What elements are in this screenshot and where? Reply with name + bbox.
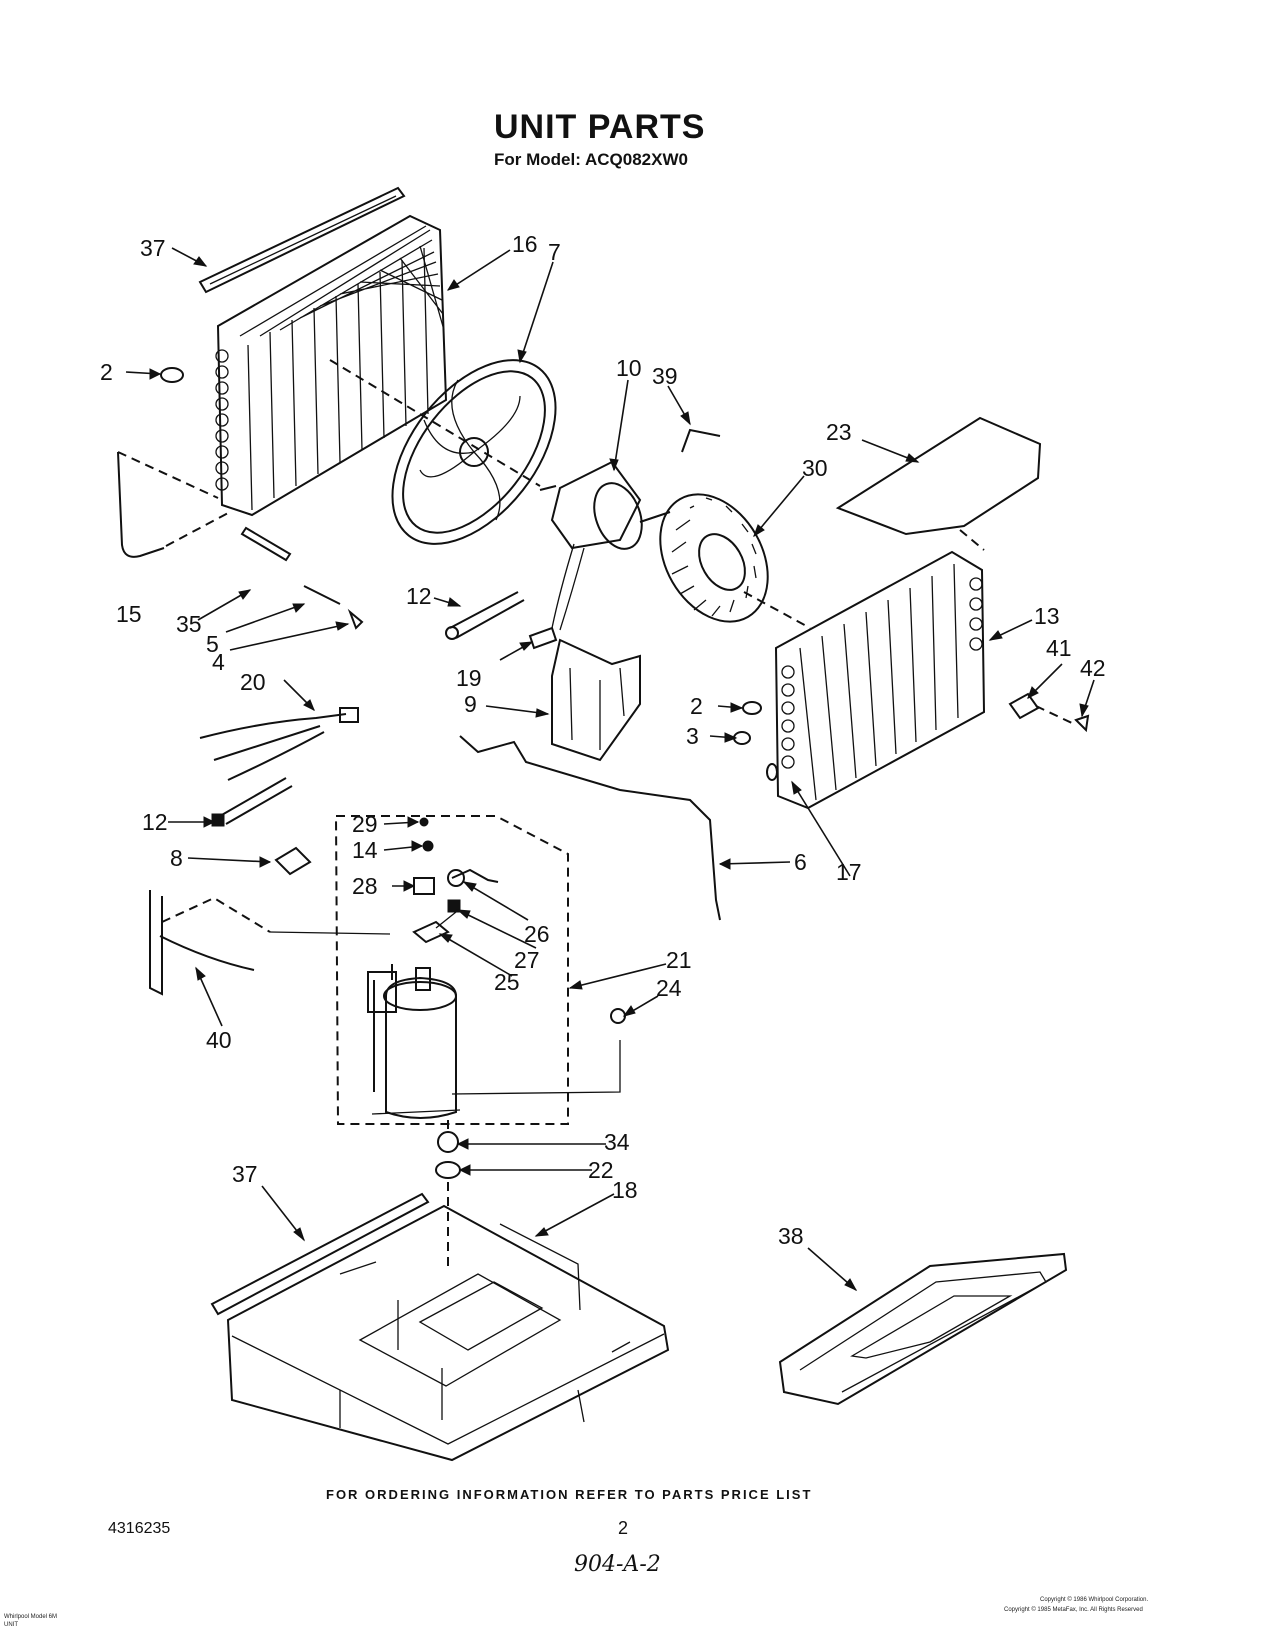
- callout-38: 38: [778, 1223, 804, 1249]
- document-number: 4316235: [108, 1520, 171, 1537]
- callout-35: 35: [176, 611, 202, 637]
- callout-34: 34: [604, 1129, 630, 1155]
- part-9-bracket: [551, 638, 641, 762]
- part-2-grommet-b: [742, 701, 762, 715]
- callout-23: 23: [826, 419, 852, 445]
- callout-2-b: 2: [690, 693, 703, 719]
- page-number: 2: [618, 1518, 629, 1538]
- callout-13: 13: [1034, 603, 1060, 629]
- callout-19: 19: [456, 665, 482, 691]
- callout-21: 21: [666, 947, 692, 973]
- callout-3: 3: [686, 723, 699, 749]
- callout-27: 27: [514, 947, 540, 973]
- callout-4: 4: [212, 649, 225, 675]
- callout-22: 22: [588, 1157, 614, 1183]
- callout-8: 8: [170, 845, 183, 871]
- part-23-panel: [835, 416, 1042, 536]
- part-10-motor: [539, 460, 671, 550]
- page-title: UNIT PARTS: [494, 108, 706, 146]
- callout-17: 17: [836, 859, 862, 885]
- callout-20: 20: [240, 669, 266, 695]
- callout-37-b: 37: [232, 1161, 258, 1187]
- callout-41: 41: [1046, 635, 1072, 661]
- part-8-spacer: [274, 846, 312, 876]
- callout-9: 9: [464, 691, 477, 717]
- part-20-wire-harness: [199, 713, 347, 781]
- part-17-ring: [766, 763, 778, 781]
- callout-7: 7: [548, 239, 561, 265]
- callout-37: 37: [140, 235, 166, 261]
- callout-10: 10: [616, 355, 642, 381]
- ordering-info-note: FOR ORDERING INFORMATION REFER TO PARTS …: [326, 1487, 813, 1502]
- callout-5: 5: [206, 631, 219, 657]
- callout-40: 40: [206, 1027, 232, 1053]
- part-21-compressor-assembly: [334, 815, 569, 1125]
- callout-29: 29: [352, 811, 378, 837]
- callout-12: 12: [406, 583, 432, 609]
- part-22-grommet: [435, 1161, 461, 1179]
- part-42-clip: [1074, 714, 1090, 733]
- corner-text-2: UNIT: [4, 1622, 18, 1628]
- part-5-tube: [303, 585, 341, 605]
- callout-18: 18: [612, 1177, 638, 1203]
- part-24-nut: [610, 1008, 626, 1024]
- copyright-line-1: Copyright © 1986 Whirlpool Corporation.: [1040, 1597, 1149, 1603]
- callout-2: 2: [100, 359, 113, 385]
- part-39-clip: [681, 428, 721, 453]
- model-subtitle: For Model: ACQ082XW0: [494, 150, 688, 169]
- callout-42: 42: [1080, 655, 1106, 681]
- copyright-line-2: Copyright © 1985 MetaFax, Inc. All Right…: [1004, 1607, 1143, 1613]
- part-12-screw-a: [449, 591, 525, 639]
- callout-6: 6: [794, 849, 807, 875]
- callout-26: 26: [524, 921, 550, 947]
- compressor: [367, 964, 461, 1119]
- callout-14: 14: [352, 837, 378, 863]
- callout-16: 16: [512, 231, 538, 257]
- part-7-fan-shroud: [391, 359, 557, 545]
- part-30-blower-wheel: [659, 493, 769, 623]
- part-18-base-pan: [226, 1204, 670, 1462]
- part-40-bracket: [149, 890, 255, 996]
- callout-24: 24: [656, 975, 682, 1001]
- part-35-sensor: [240, 526, 292, 562]
- part-4-clip: [347, 608, 364, 630]
- callout-39: 39: [652, 363, 678, 389]
- part-34-mount: [437, 1131, 459, 1153]
- part-19-connector: [528, 626, 558, 650]
- corner-text-1: Whirlpool Model 6M: [4, 1614, 58, 1620]
- callout-12-b: 12: [142, 809, 168, 835]
- part-15-tube: [117, 451, 165, 558]
- part-37-bottom-strip: [210, 1192, 430, 1316]
- part-12-screw-b: [219, 777, 293, 825]
- part-37-top-strip: [198, 186, 406, 294]
- callout-28: 28: [352, 873, 378, 899]
- part-41-bracket: [1008, 692, 1040, 720]
- part-38-drain-pan: [778, 1252, 1068, 1406]
- callout-30: 30: [802, 455, 828, 481]
- handwritten-note: 904-A-2: [574, 1552, 661, 1577]
- callout-15: 15: [116, 601, 142, 627]
- callout-25: 25: [494, 969, 520, 995]
- part-16-condenser-coil: [215, 214, 448, 517]
- part-13-evaporator-coil: [774, 550, 986, 810]
- part-2-grommet: [160, 367, 184, 383]
- part-6-tube: [459, 735, 721, 921]
